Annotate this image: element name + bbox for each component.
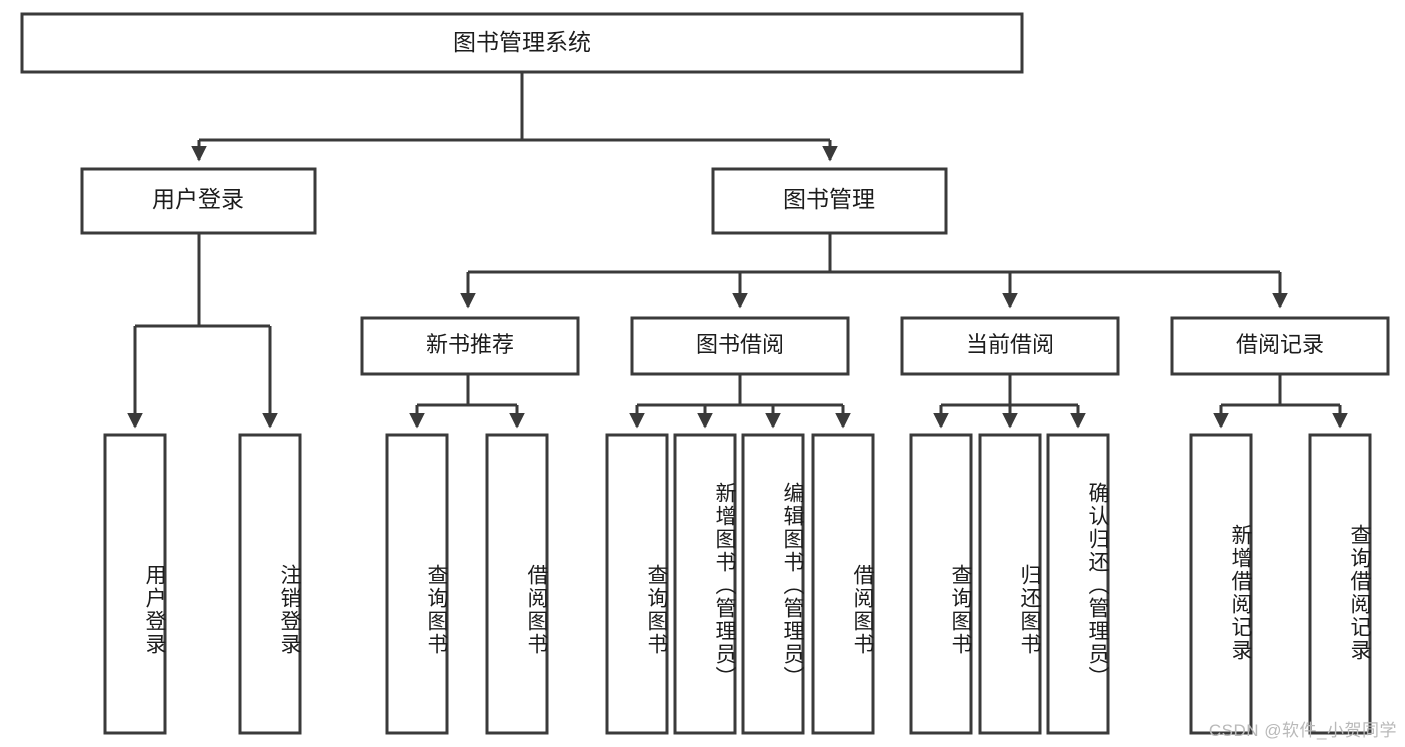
node-book-borrow-label: 图书借阅	[696, 332, 784, 357]
connector-newbook-to-leaves	[409, 374, 525, 429]
leaf-user-login-box[interactable]	[103, 433, 167, 735]
connector-userlogin-to-leaves	[127, 233, 278, 429]
leaf-borrow-book-2-box[interactable]	[811, 433, 875, 735]
node-user-login[interactable]: 用户登录	[80, 167, 317, 235]
leaf-confirm-return-box[interactable]	[1046, 433, 1110, 735]
connector-root-to-level2	[191, 72, 838, 162]
leaf-query-record-box[interactable]	[1308, 433, 1372, 735]
node-book-manage-label: 图书管理	[783, 186, 875, 212]
leaf-add-record-box[interactable]	[1189, 433, 1253, 735]
connector-bookborrow-to-leaves	[629, 374, 851, 429]
node-book-manage[interactable]: 图书管理	[711, 167, 948, 235]
leaf-query-book-2-box[interactable]	[605, 433, 669, 735]
connector-currentborrow-to-leaves	[933, 374, 1086, 429]
leaf-borrow-book-1-box[interactable]	[485, 433, 549, 735]
node-borrow-record-label: 借阅记录	[1236, 332, 1324, 357]
leaf-user-logout-box[interactable]	[238, 433, 302, 735]
csdn-watermark: CSDN @软件_小贺同学	[1208, 721, 1397, 740]
node-current-borrow[interactable]: 当前借阅	[900, 316, 1120, 376]
node-root-label: 图书管理系统	[453, 29, 591, 55]
node-book-borrow[interactable]: 图书借阅	[630, 316, 850, 376]
node-user-login-label: 用户登录	[152, 186, 244, 212]
leaf-query-book-1-box[interactable]	[385, 433, 449, 735]
leaf-node-group	[103, 433, 1372, 735]
leaf-edit-book-box[interactable]	[741, 433, 805, 735]
connector-borrowrecord-to-leaves	[1213, 374, 1348, 429]
node-current-borrow-label: 当前借阅	[966, 332, 1054, 357]
leaf-return-book-box[interactable]	[978, 433, 1042, 735]
leaf-add-book-box[interactable]	[673, 433, 737, 735]
connector-bookmanage-to-level3	[460, 233, 1288, 309]
node-new-book-recommend[interactable]: 新书推荐	[360, 316, 580, 376]
node-borrow-record[interactable]: 借阅记录	[1170, 316, 1390, 376]
node-root[interactable]: 图书管理系统	[20, 12, 1024, 74]
node-new-book-recommend-label: 新书推荐	[426, 332, 514, 357]
leaf-query-book-3-box[interactable]	[909, 433, 973, 735]
